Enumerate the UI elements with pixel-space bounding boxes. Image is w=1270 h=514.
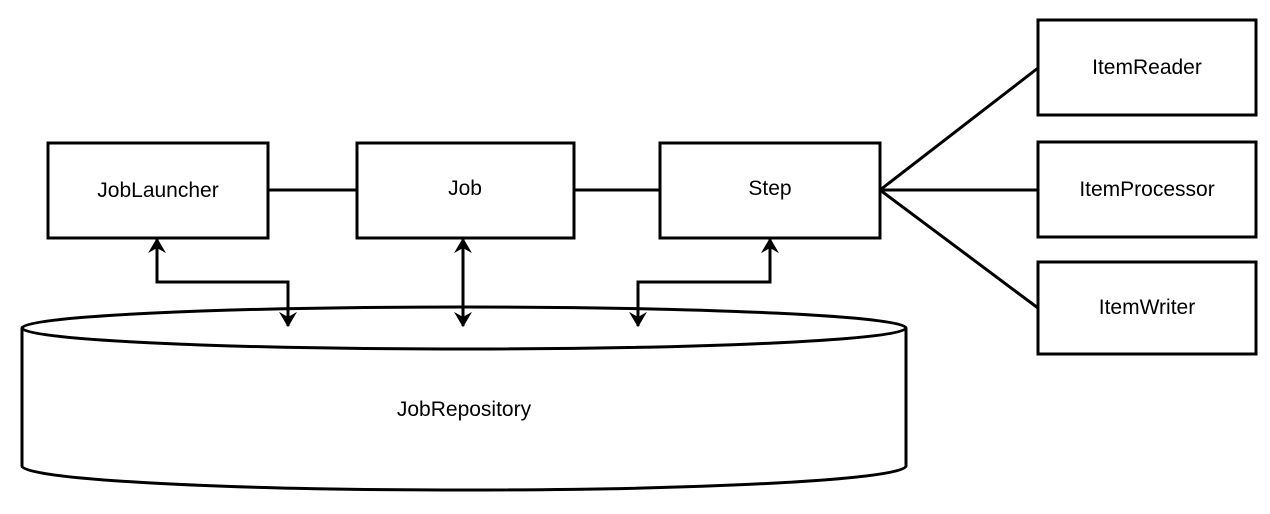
connector-step-itemreader: [879, 66, 1039, 192]
step-node: Step: [658, 141, 882, 240]
arrow-step-repository: [629, 237, 779, 328]
arrow-joblauncher-repository: [148, 237, 297, 328]
step-box: [658, 141, 882, 240]
item-reader-label: ItemReader: [1092, 56, 1202, 79]
item-writer-box: [1036, 260, 1258, 356]
job-launcher-node: JobLauncher: [46, 141, 270, 240]
item-reader-node: ItemReader: [1036, 18, 1258, 117]
item-processor-box: [1036, 140, 1258, 239]
job-launcher-label: JobLauncher: [97, 179, 218, 202]
job-repository-label: JobRepository: [397, 398, 532, 421]
cylinder-body: [20, 328, 908, 492]
job-repository-cylinder: JobRepository: [20, 305, 908, 492]
connector-step-itemwriter: [879, 188, 1039, 310]
job-launcher-box: [46, 141, 270, 240]
item-processor-label: ItemProcessor: [1079, 178, 1214, 201]
item-reader-box: [1036, 18, 1258, 117]
item-writer-node: ItemWriter: [1036, 260, 1258, 356]
job-node: Job: [355, 141, 576, 240]
job-label: Job: [448, 177, 482, 200]
item-processor-node: ItemProcessor: [1036, 140, 1258, 239]
item-writer-label: ItemWriter: [1099, 296, 1195, 319]
job-box: [355, 141, 576, 240]
step-label: Step: [748, 177, 791, 200]
